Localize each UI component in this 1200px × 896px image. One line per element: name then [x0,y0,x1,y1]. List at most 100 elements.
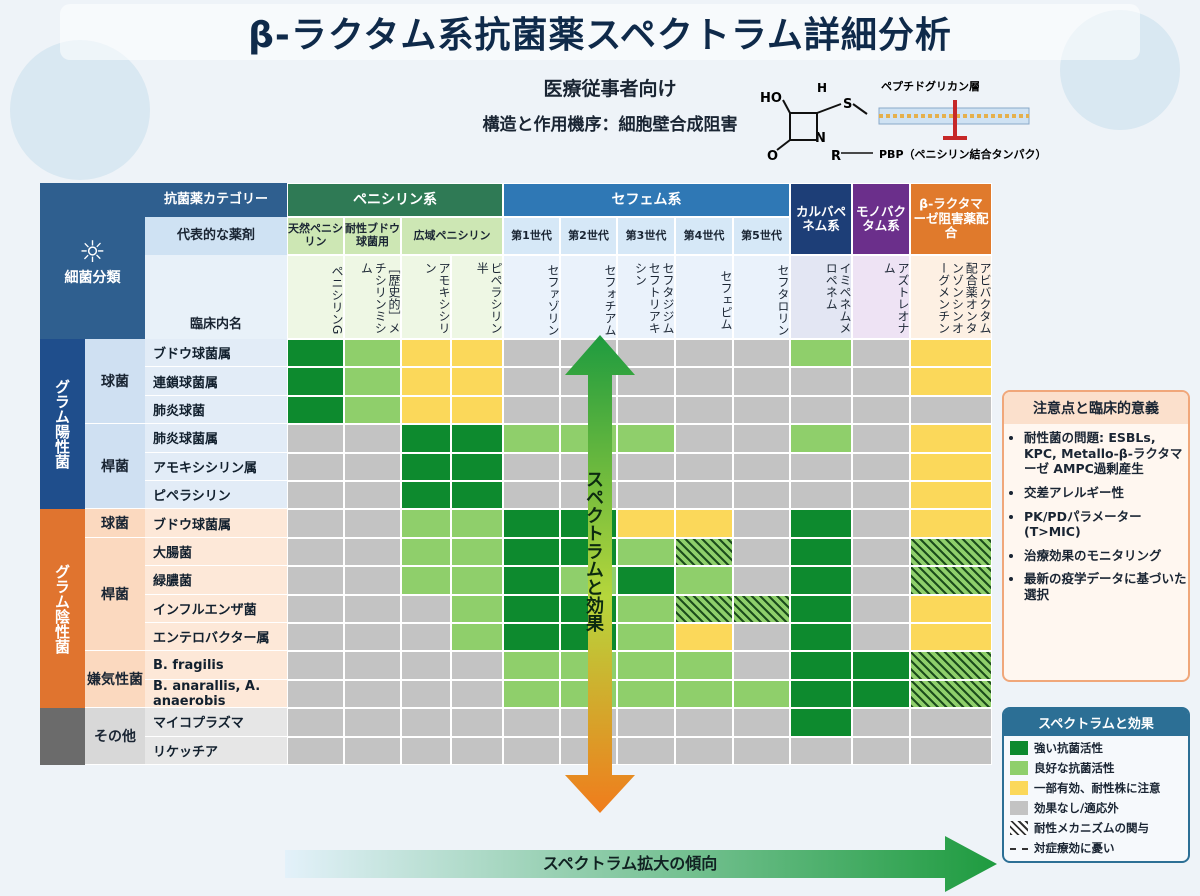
drug-header: 代表的な薬剤 [145,217,287,255]
subgroup-header: 広域ペニシリン [401,217,503,255]
drug-group-header: ペニシリン系 [287,183,503,217]
heatmap-cell [733,566,790,595]
spectrum-trend-arrow [285,836,997,892]
heatmap-cell [401,395,451,425]
drug-name: イミペネムメロペネム [790,255,852,339]
heatmap-cell [503,679,560,709]
notes-item: 耐性菌の問題: ESBLs, KPC, Metallo-β-ラクタマーゼ AMP… [1024,430,1188,477]
membrane-label: ペプチドグリカン層 [881,79,980,93]
heatmap-cell [401,708,451,737]
heatmap-cell [675,481,733,510]
heatmap-cell [287,367,344,396]
legend-label: 強い抗菌活性 [1034,741,1103,755]
heatmap-cell [852,708,910,737]
heatmap-cell [790,566,852,595]
heatmap-cell [852,594,910,623]
heatmap-cell [617,395,675,425]
legend-swatch [1010,848,1028,850]
mechanism-label: 構造と作用機序：細胞壁合成阻害 [482,115,738,135]
legend-label: 効果なし/適応外 [1034,801,1119,815]
heatmap-cell [617,424,675,453]
heatmap-cell [910,424,992,453]
heatmap-cell [287,481,344,510]
heatmap-cell [733,736,790,765]
heatmap-cell [733,679,790,709]
heatmap-cell [503,594,560,623]
heatmap-cell [733,424,790,453]
heatmap-cell [790,736,852,765]
heatmap-cell [503,736,560,765]
title-band [60,4,1140,60]
heatmap-cell [344,367,401,396]
legend-item: 良好な抗菌活性 [1010,760,1182,776]
heatmap-cell [790,537,852,567]
heatmap-cell [733,452,790,481]
heatmap-cell [852,481,910,510]
drug-group-header: β-ラクタマーゼ阻害薬配合 [910,183,992,255]
heatmap-cell [451,679,503,709]
heatmap-cell [790,452,852,481]
clinical-header: 臨床内名 [145,255,287,339]
atom-s: S [843,97,852,112]
heatmap-cell [401,452,451,481]
drug-name: アビバクタム配合薬オンタンゾンシンオーグメンチン [910,255,992,339]
heatmap-cell [287,395,344,425]
legend-item: 強い抗菌活性 [1010,740,1182,756]
heatmap-cell [503,481,560,510]
subgroup-header: 第4世代 [675,217,733,255]
heatmap-cell [451,594,503,623]
heatmap-cell [617,537,675,567]
heatmap-cell [733,509,790,538]
heatmap-cell [617,679,675,709]
heatmap-cell [451,395,503,425]
notes-item: PK/PDパラメーター (T>MIC) [1024,509,1188,540]
audience-label: 医療従事者向け [543,78,677,100]
heatmap-cell [910,339,992,368]
heatmap-cell [344,481,401,510]
heatmap-cell [910,481,992,510]
heatmap-cell [790,708,852,737]
row-label: 緑膿菌 [145,566,287,595]
heatmap-cell [287,566,344,595]
heatmap-cell [733,537,790,567]
major-group-label [40,708,85,765]
legend-item: 対症療効に憂い [1010,840,1182,856]
drug-name: ピペラシリン 半 [451,255,503,339]
heatmap-cell [503,424,560,453]
drug-name: セフタジジム セフトリアキシン [617,255,675,339]
heatmap-cell [451,452,503,481]
row-label: リケッチア [145,736,287,765]
heatmap-cell [852,651,910,680]
heatmap-cell [733,481,790,510]
pbp-label: PBP（ペニシリン結合タンパク） [879,147,1047,161]
heatmap-cell [852,395,910,425]
notes-list: 耐性菌の問題: ESBLs, KPC, Metallo-β-ラクタマーゼ AMP… [1004,430,1188,603]
beta-lactam-structure: HO H S O N R ペプチドグリカン層 PBP（ペニシリン結合タンパク） [760,79,1047,164]
legend-label: 良好な抗菌活性 [1034,761,1115,775]
heatmap-cell [451,708,503,737]
category-header: 抗菌薬カテゴリー [145,183,287,217]
row-label: B. fragilis [145,651,287,680]
page-title: β-ラクタム系抗菌薬スペクトラム詳細分析 [248,15,952,56]
heatmap-cell [733,594,790,623]
heatmap-cell [503,566,560,595]
heatmap-cell [733,367,790,396]
heatmap-cell [733,339,790,368]
heatmap-cell [617,509,675,538]
heatmap-cell [675,679,733,709]
heatmap-cell [617,623,675,652]
heatmap-cell [287,594,344,623]
legend-swatch [1010,741,1028,755]
heatmap-cell [401,339,451,368]
heatmap-cell [287,509,344,538]
heatmap-cell [287,623,344,652]
heatmap-cell [910,708,992,737]
legend-item: 耐性メカニズムの関与 [1010,820,1182,836]
heatmap-cell [344,708,401,737]
heatmap-cell [675,623,733,652]
heatmap-cell [617,367,675,396]
heatmap-cell [790,651,852,680]
heatmap-cell [344,395,401,425]
notes-item: 交差アレルギー性 [1024,485,1188,501]
heatmap-cell [287,339,344,368]
